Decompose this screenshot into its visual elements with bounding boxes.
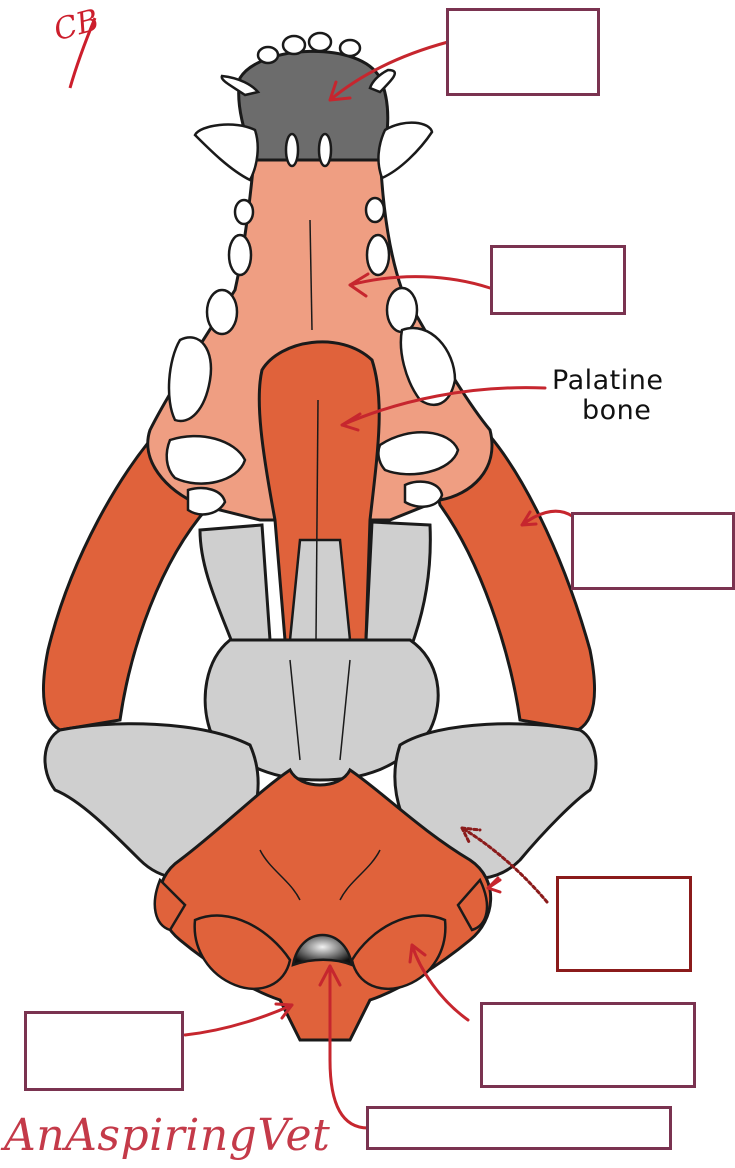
palatine-bone — [257, 340, 381, 642]
arrow-incisive — [328, 40, 450, 102]
left-molar — [165, 434, 247, 485]
palatine-label-line2: bone — [582, 395, 652, 426]
right-molar-2 — [403, 480, 444, 508]
left-canine — [193, 123, 259, 182]
right-premolar — [365, 233, 391, 277]
incisor — [307, 31, 333, 53]
arrow-condyle — [408, 943, 470, 1022]
label-box-foramen-magnum[interactable] — [366, 1106, 672, 1150]
left-premolar — [233, 198, 255, 226]
right-canine — [377, 121, 434, 180]
label-box-occipital-condyle[interactable] — [480, 1002, 696, 1088]
label-box-maxilla[interactable] — [490, 245, 626, 315]
arrow-foramen-magnum — [318, 964, 370, 1130]
median-palatine-suture — [309, 219, 313, 331]
pterygoid-right — [364, 520, 432, 652]
arrow-palatine — [340, 386, 547, 432]
arrow-maxilla — [348, 272, 492, 298]
right-premolar — [385, 286, 419, 334]
arrow-zygomatic — [520, 509, 574, 527]
palatine-bone-label: Palatine bone — [552, 366, 663, 426]
arrow-jugular — [486, 876, 502, 894]
left-molar-2 — [186, 486, 227, 516]
right-canine-tip — [368, 68, 397, 94]
left-carnassial — [167, 336, 213, 423]
incisor — [256, 45, 280, 65]
right-carnassial — [399, 326, 457, 406]
left-jugular-process — [153, 877, 187, 932]
label-box-zygomatic[interactable] — [571, 512, 735, 590]
left-occipital-condyle — [193, 914, 292, 991]
basal-suture — [289, 659, 351, 761]
pterygoid-left — [198, 523, 272, 652]
arrow-external-occipital — [183, 1002, 294, 1037]
author-signature: AnAspiringVet — [4, 1110, 331, 1161]
incisor — [281, 34, 307, 56]
initials-flourish — [68, 17, 97, 89]
foramen-magnum — [291, 933, 354, 968]
occipital-crest — [259, 849, 381, 901]
arrow-tympanic — [460, 826, 549, 904]
right-molar — [377, 431, 460, 476]
left-premolar — [205, 288, 239, 336]
label-box-incisive[interactable] — [446, 8, 600, 96]
incisive-bone — [237, 49, 390, 162]
right-premolar — [364, 196, 386, 224]
label-arrows — [183, 40, 574, 1130]
palatine-suture — [315, 399, 319, 641]
teeth — [165, 31, 460, 516]
vomer-grey — [288, 538, 352, 642]
label-box-tympanic[interactable] — [556, 876, 692, 972]
label-box-external-occipital[interactable] — [24, 1011, 184, 1091]
incisor — [338, 38, 362, 58]
incisive-tooth-root — [284, 132, 300, 168]
suture-lines — [259, 219, 381, 901]
right-jugular-process — [456, 877, 489, 932]
left-premolar — [227, 233, 253, 277]
basisphenoid — [203, 638, 440, 782]
left-canine-tip — [220, 74, 261, 97]
palatine-label-line1: Palatine — [552, 365, 664, 396]
incisive-tooth-root — [317, 132, 333, 168]
